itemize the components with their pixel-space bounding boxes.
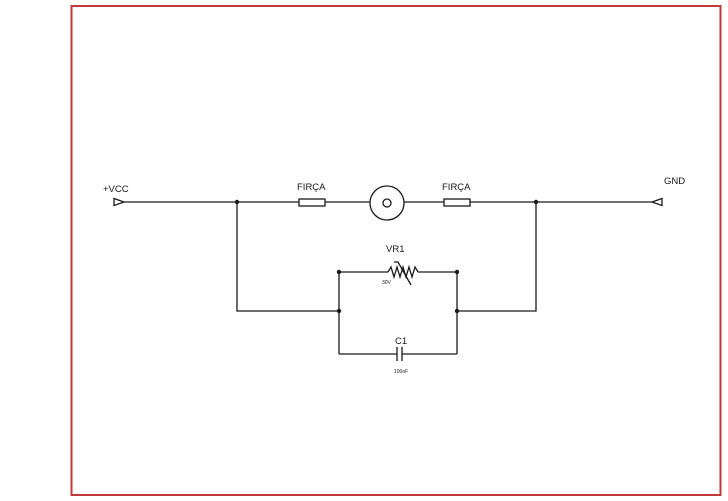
motor-center-icon xyxy=(382,198,392,208)
junction-dot xyxy=(336,308,342,314)
wire-right-branch xyxy=(457,202,537,312)
brush-left: FIRÇA xyxy=(297,182,326,207)
gnd-port-label: GND xyxy=(664,176,685,187)
varistor-vr1: VR1 30V xyxy=(382,244,419,286)
brush-right-label: FIRÇA xyxy=(442,182,471,193)
brush-right: FIRÇA xyxy=(442,182,471,207)
varistor-zigzag-icon xyxy=(387,264,419,280)
gnd-port-arrow-icon xyxy=(650,197,663,207)
capacitor-value: 100nF xyxy=(394,369,408,375)
sheet-border xyxy=(70,5,722,496)
motor xyxy=(369,185,405,221)
brush-left-body xyxy=(298,198,326,207)
junction-dot xyxy=(454,308,460,314)
brush-left-label: FIRÇA xyxy=(297,182,326,193)
capacitor-c1: C1 100nF xyxy=(394,336,408,375)
junction-dot xyxy=(454,269,460,275)
capacitor-designator: C1 xyxy=(395,336,407,347)
vcc-port-label: +VCC xyxy=(103,184,129,195)
varistor-designator: VR1 xyxy=(386,244,404,255)
junction-dot xyxy=(336,269,342,275)
gnd-port: GND xyxy=(650,176,685,207)
brush-right-body xyxy=(443,198,471,207)
varistor-slash-icon xyxy=(394,261,412,286)
vcc-port: +VCC xyxy=(103,184,129,207)
vcc-port-arrow-icon xyxy=(113,197,126,207)
junction-dot xyxy=(533,199,539,205)
varistor-value: 30V xyxy=(382,280,392,286)
wire-left-branch xyxy=(236,202,339,312)
junction-dot xyxy=(234,199,240,205)
